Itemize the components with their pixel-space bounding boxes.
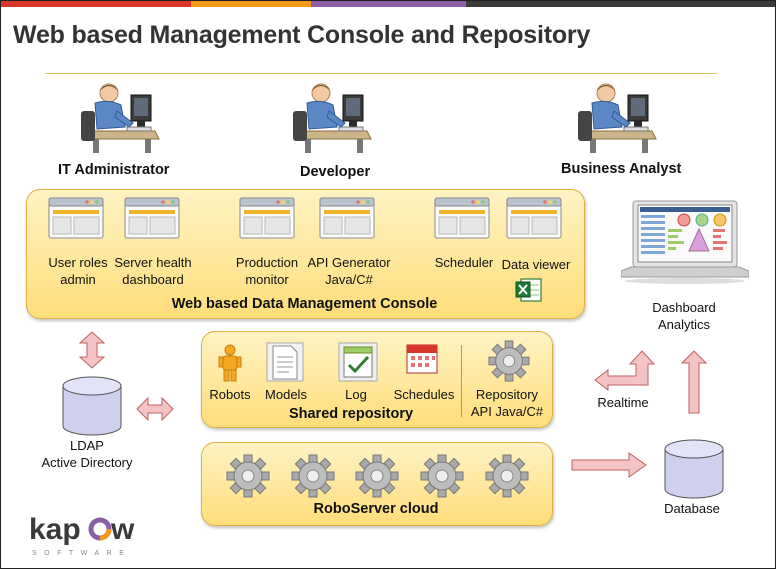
person-at-computer-icon (292, 83, 372, 153)
management-console-panel (26, 189, 585, 319)
module-data-viewer: Data viewer (501, 257, 571, 272)
top-bar-segment (1, 1, 191, 7)
database-cylinder-icon (62, 376, 122, 436)
browser-window-icon (506, 197, 562, 239)
bent-arrow-icon (594, 350, 656, 392)
laptop-dashboard-icon (621, 200, 749, 284)
kapow-logo: kap w SOFTWARE (29, 509, 141, 562)
roboserver-cloud-title: RoboServer cloud (313, 501, 439, 517)
gear-icon (355, 454, 399, 498)
arrow-right-icon (571, 452, 647, 478)
top-color-bar (1, 1, 775, 7)
repository-divider (461, 345, 462, 417)
person-at-computer-icon (80, 83, 160, 153)
browser-window-icon (48, 197, 104, 239)
persona-business-analyst: Business Analyst (561, 161, 682, 177)
database-label: Database (664, 501, 720, 516)
svg-text:SOFTWARE: SOFTWARE (32, 550, 131, 557)
ldap-label: LDAP Active Directory (41, 438, 133, 470)
gear-icon (291, 454, 335, 498)
repo-item-robots: Robots (209, 387, 251, 402)
persona-it-administrator: IT Administrator (58, 162, 170, 178)
repo-item-models: Models (265, 387, 307, 402)
repo-item-log: Log (345, 387, 367, 402)
dashboard-analytics-label: Dashboard Analytics (652, 300, 716, 332)
database-cylinder-icon (664, 439, 724, 499)
double-arrow-vertical-icon (78, 331, 106, 369)
svg-text:kap: kap (29, 513, 81, 546)
top-bar-segment (311, 1, 466, 7)
robot-icon (218, 344, 242, 382)
module-production-monitor: Production monitor (235, 255, 299, 287)
shared-repository-title: Shared repository (288, 406, 414, 422)
repository-api: Repository API Java/C# (470, 387, 544, 419)
browser-window-icon (319, 197, 375, 239)
gear-icon (420, 454, 464, 498)
browser-window-icon (124, 197, 180, 239)
persona-developer: Developer (300, 164, 371, 180)
browser-window-icon (434, 197, 490, 239)
log-icon (338, 342, 378, 382)
document-icon (266, 342, 304, 382)
realtime-label: Realtime (597, 395, 649, 410)
title-divider (45, 73, 717, 74)
repo-item-schedules: Schedules (393, 387, 455, 402)
gear-icon (226, 454, 270, 498)
module-user-roles-admin: User roles admin (48, 255, 108, 287)
page-title: Web based Management Console and Reposit… (13, 21, 591, 49)
browser-window-icon (239, 197, 295, 239)
module-server-health-dashboard: Server health dashboard (114, 255, 192, 287)
double-arrow-horizontal-icon (136, 396, 174, 422)
arrow-up-icon (681, 350, 707, 414)
console-title: Web based Data Management Console (171, 296, 438, 312)
module-api-generator: API Generator Java/C# (307, 255, 391, 287)
svg-text:w: w (110, 513, 135, 546)
gear-icon (485, 454, 529, 498)
excel-icon (515, 278, 542, 302)
person-at-computer-icon (577, 83, 657, 153)
calendar-icon (406, 344, 438, 374)
top-bar-segment (191, 1, 311, 7)
top-bar-segment (466, 1, 775, 7)
gear-icon (488, 340, 530, 382)
module-scheduler: Scheduler (434, 255, 494, 270)
